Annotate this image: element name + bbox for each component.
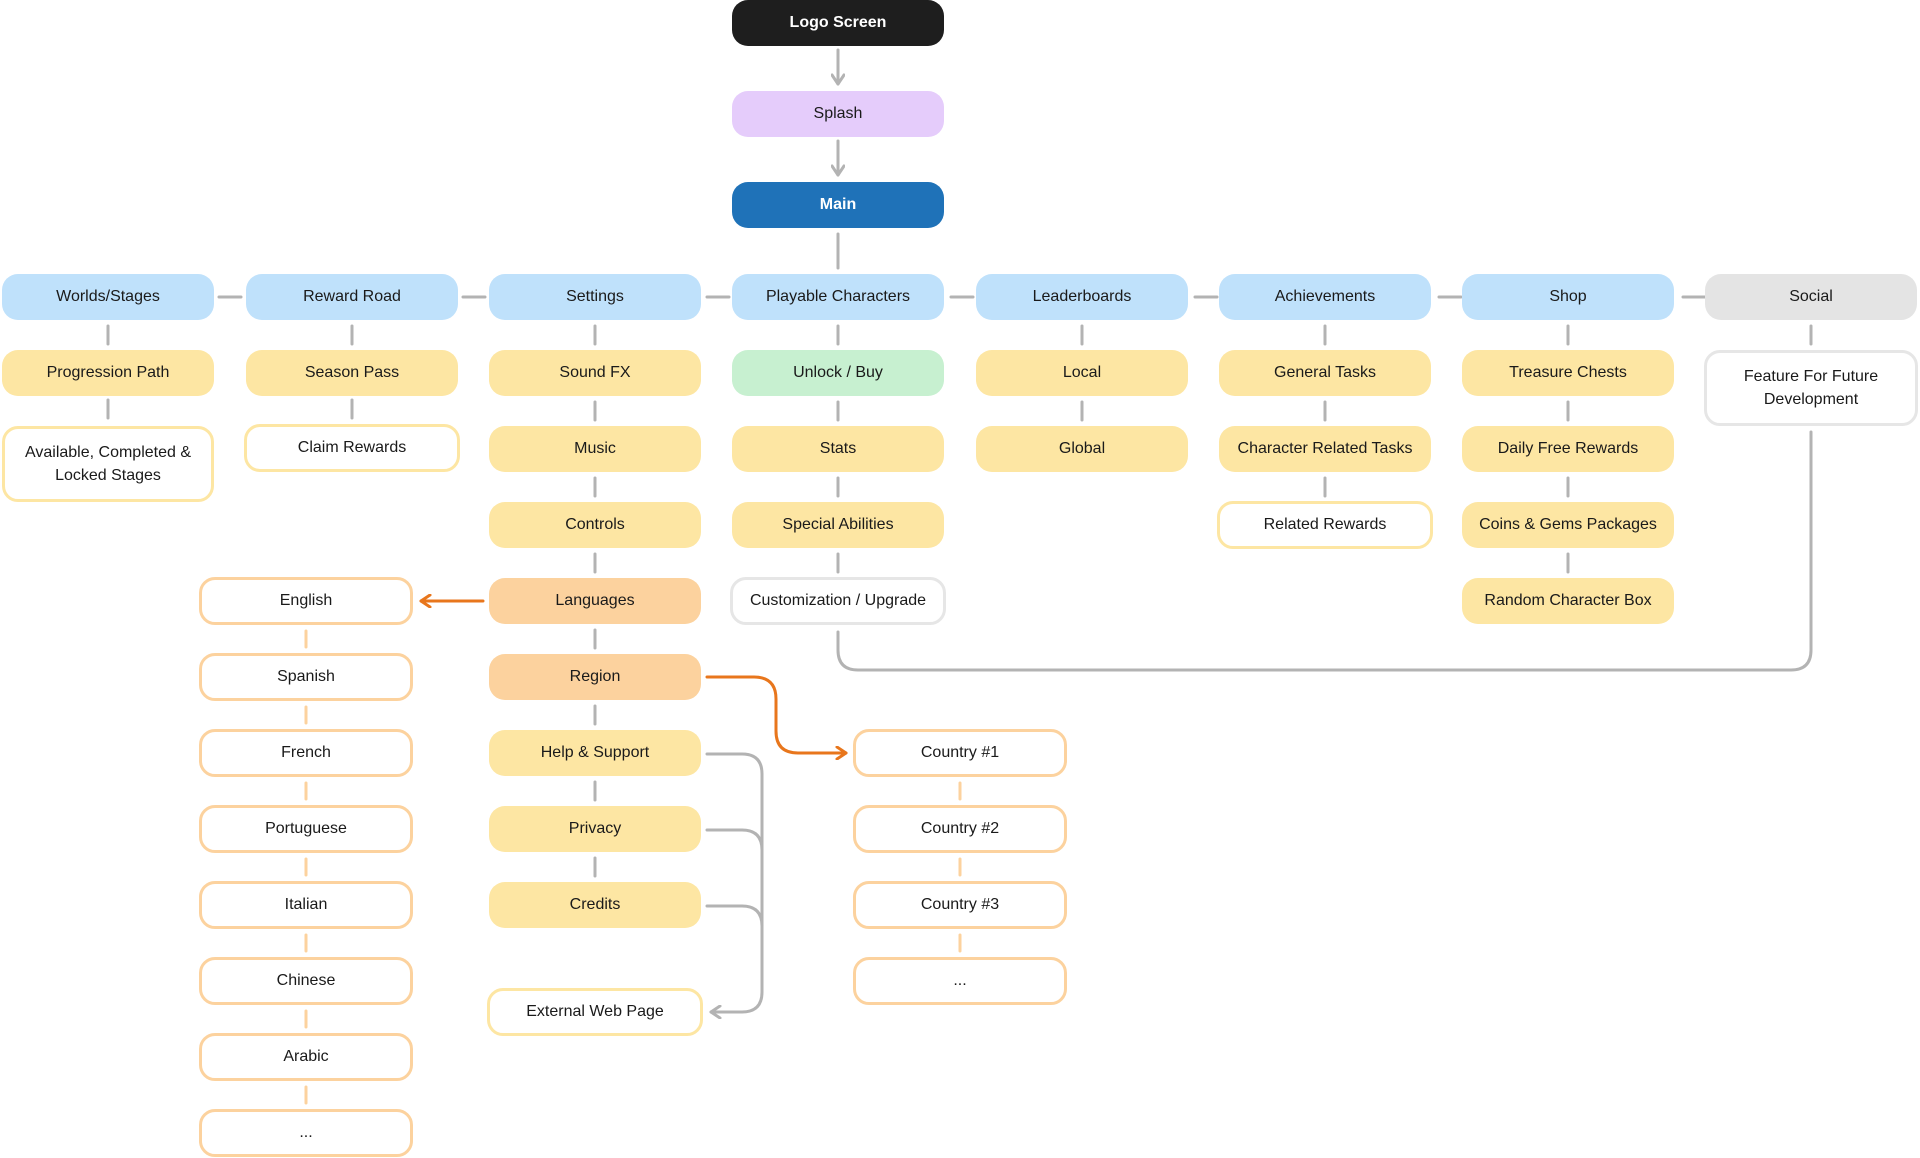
node-unlock-buy[interactable]: Unlock / Buy: [732, 350, 944, 396]
node-feature-future[interactable]: Feature For Future Development: [1704, 350, 1918, 426]
node-lang-english[interactable]: English: [199, 577, 413, 625]
node-country-more[interactable]: ...: [853, 957, 1067, 1005]
node-achievements[interactable]: Achievements: [1219, 274, 1431, 320]
node-reward-road[interactable]: Reward Road: [246, 274, 458, 320]
node-daily-free-rewards[interactable]: Daily Free Rewards: [1462, 426, 1674, 472]
node-music[interactable]: Music: [489, 426, 701, 472]
node-controls[interactable]: Controls: [489, 502, 701, 548]
link-future-to-customization: [836, 430, 1813, 672]
node-lang-chinese[interactable]: Chinese: [199, 957, 413, 1005]
node-customization-upgrade[interactable]: Customization / Upgrade: [730, 577, 946, 625]
node-settings[interactable]: Settings: [489, 274, 701, 320]
node-credits[interactable]: Credits: [489, 882, 701, 928]
node-lang-french[interactable]: French: [199, 729, 413, 777]
node-character-related-tasks[interactable]: Character Related Tasks: [1219, 426, 1431, 472]
node-special-abilities[interactable]: Special Abilities: [732, 502, 944, 548]
node-help-support[interactable]: Help & Support: [489, 730, 701, 776]
node-region[interactable]: Region: [489, 654, 701, 700]
node-shop[interactable]: Shop: [1462, 274, 1674, 320]
node-splash[interactable]: Splash: [732, 91, 944, 137]
node-external-web-page[interactable]: External Web Page: [487, 988, 703, 1036]
node-leaderboards[interactable]: Leaderboards: [976, 274, 1188, 320]
node-claim-rewards[interactable]: Claim Rewards: [244, 424, 460, 472]
node-social[interactable]: Social: [1705, 274, 1917, 320]
node-related-rewards[interactable]: Related Rewards: [1217, 501, 1433, 549]
node-coins-gems-packages[interactable]: Coins & Gems Packages: [1462, 502, 1674, 548]
node-sound-fx[interactable]: Sound FX: [489, 350, 701, 396]
node-lang-portuguese[interactable]: Portuguese: [199, 805, 413, 853]
node-privacy[interactable]: Privacy: [489, 806, 701, 852]
node-country-1[interactable]: Country #1: [853, 729, 1067, 777]
node-general-tasks[interactable]: General Tasks: [1219, 350, 1431, 396]
node-random-character-box[interactable]: Random Character Box: [1462, 578, 1674, 624]
node-global[interactable]: Global: [976, 426, 1188, 472]
node-country-2[interactable]: Country #2: [853, 805, 1067, 853]
node-lang-arabic[interactable]: Arabic: [199, 1033, 413, 1081]
node-playable-characters[interactable]: Playable Characters: [732, 274, 944, 320]
node-progression-path[interactable]: Progression Path: [2, 350, 214, 396]
node-stages-states[interactable]: Available, Completed & Locked Stages: [2, 426, 214, 502]
node-languages[interactable]: Languages: [489, 578, 701, 624]
node-logo-screen[interactable]: Logo Screen: [732, 0, 944, 46]
node-worlds-stages[interactable]: Worlds/Stages: [2, 274, 214, 320]
node-lang-more[interactable]: ...: [199, 1109, 413, 1157]
node-country-3[interactable]: Country #3: [853, 881, 1067, 929]
node-stats[interactable]: Stats: [732, 426, 944, 472]
node-treasure-chests[interactable]: Treasure Chests: [1462, 350, 1674, 396]
node-lang-spanish[interactable]: Spanish: [199, 653, 413, 701]
node-main[interactable]: Main: [732, 182, 944, 228]
node-season-pass[interactable]: Season Pass: [246, 350, 458, 396]
arrow-region-country: [705, 675, 848, 753]
node-local[interactable]: Local: [976, 350, 1188, 396]
node-lang-italian[interactable]: Italian: [199, 881, 413, 929]
